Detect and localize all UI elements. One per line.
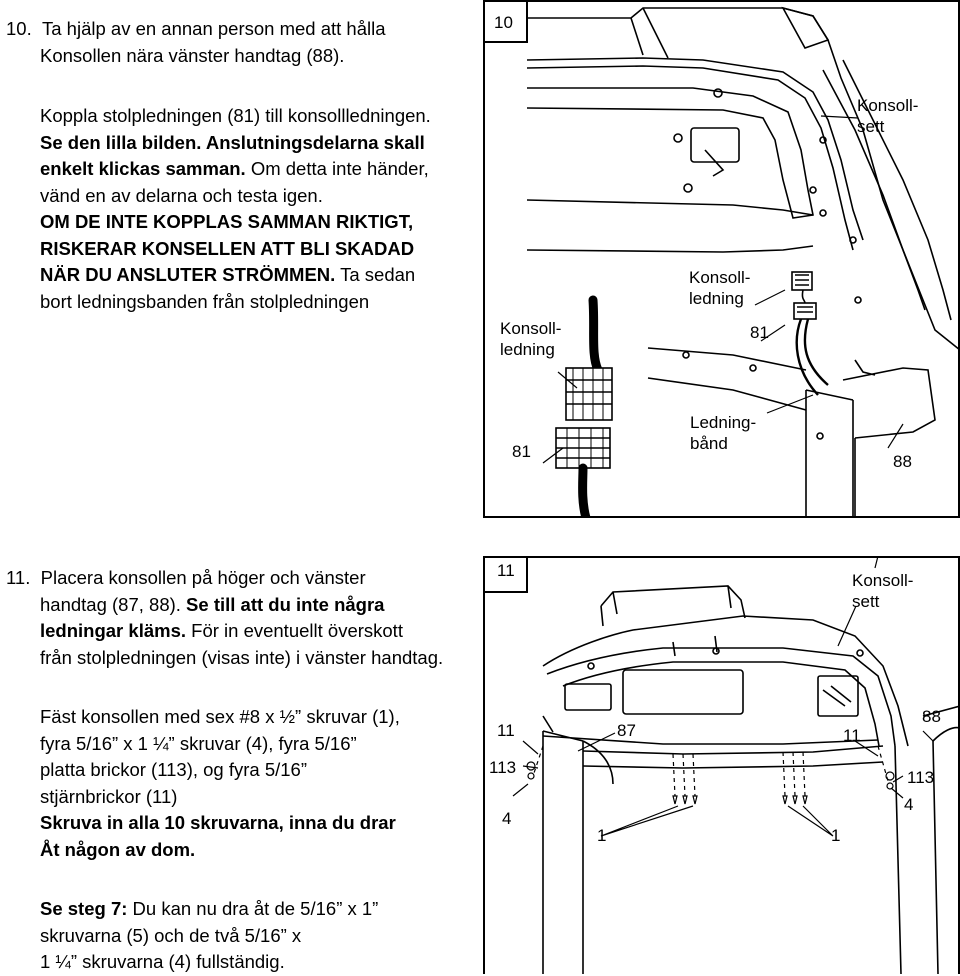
fasten-line2: fyra 5/16” x 1 ¼” skruvar (4), fyra 5/16… xyxy=(40,732,357,754)
step11-line3-rest: För in eventuellt överskott xyxy=(186,620,403,641)
see-step7-line1: Du kan nu dra åt de 5/16” x 1” xyxy=(127,898,379,919)
figure10-part-81-right: 81 xyxy=(750,323,769,342)
figure10-konsollsett-label: Konsoll- sett xyxy=(857,96,919,136)
see-step7-bold: Se steg 7: xyxy=(40,898,128,919)
tighten-warning-line2: Åt någon av dom. xyxy=(40,838,196,860)
figure11-drawing xyxy=(483,556,960,974)
step10-intro-line2: Konsollen nära vänster handtag (88). xyxy=(40,44,345,66)
warning-line1: OM DE INTE KOPPLAS SAMMAN RIKTIGT, xyxy=(40,211,414,232)
step10-instructions: 10. Ta hjälp av en annan person med att … xyxy=(6,16,386,69)
warning-line3: NÄR DU ANSLUTER STRÖMMEN. xyxy=(40,264,336,285)
fasten-line1: Fäst konsollen med sex #8 x ½” skruvar (… xyxy=(40,706,400,727)
figure11-part-113-right: 113 xyxy=(907,768,935,787)
step10-number: 10. xyxy=(6,18,32,39)
step11-see-step7-paragraph: Se steg 7: Du kan nu dra åt de 5/16” x 1… xyxy=(40,896,378,976)
connect-line3-bold: enkelt klickas samman. xyxy=(40,158,246,179)
step11-line1: Placera konsollen på höger och vänster xyxy=(40,567,366,588)
figure11-part-113-left: 113 xyxy=(489,758,517,777)
warning-line2: RISKERAR KONSELLEN ATT BLI SKADAD xyxy=(40,237,415,259)
step10-intro-line1: 10. Ta hjälp av en annan person med att … xyxy=(6,18,386,39)
figure10-frame xyxy=(483,0,960,518)
remove-ties-line: bort ledningsbanden från stolpledningen xyxy=(40,290,370,312)
connect-line3-rest: Om detta inte händer, xyxy=(245,158,429,179)
fasten-line3: platta brickor (113), og fyra 5/16” xyxy=(40,759,308,780)
step11-line3-bold: ledningar kläms. xyxy=(40,620,186,641)
warning-line3-rest: Ta sedan xyxy=(335,264,416,285)
see-step7-line3: 1 ¼” skruvarna (4) fullständig. xyxy=(40,951,285,972)
figure10-konsollledning-label-inset: Konsoll- ledning xyxy=(500,319,562,359)
figure11-konsollsett-label: Konsoll- sett xyxy=(852,571,914,611)
figure10-part-81-inset: 81 xyxy=(512,442,531,461)
connect-line2: Se den lilla bilden. Anslutningsdelarna … xyxy=(40,131,425,153)
figure11-part-11-left: 11 xyxy=(497,721,515,740)
figure11-part-11-right: 11 xyxy=(843,726,861,745)
figure10-part-88: 88 xyxy=(893,452,912,471)
tighten-warning-line1: Skruva in alla 10 skruvarna, inna du dra… xyxy=(40,812,396,833)
connect-line1: Koppla stolpledningen (81) till konsolll… xyxy=(40,105,431,126)
figure11-part-4-right: 4 xyxy=(904,795,914,814)
step11-fasten-paragraph: Fäst konsollen med sex #8 x ½” skruvar (… xyxy=(40,704,400,863)
step11-line2-bold: Se till att du inte några xyxy=(180,593,385,615)
figure10-konsollledning-label-right: Konsoll- ledning xyxy=(689,268,751,308)
figure11-part-1-right: 1 xyxy=(831,826,841,845)
figure11-part-87: 87 xyxy=(617,721,636,740)
figure11-step-label: 11 xyxy=(497,561,515,580)
connect-line4: vänd en av delarna och testa igen. xyxy=(40,184,323,206)
step11-line2: handtag (87, 88). xyxy=(40,593,181,615)
figure11-part-4-left: 4 xyxy=(502,809,512,828)
figure11-part-88: 88 xyxy=(922,707,941,726)
figure11-part-1-left: 1 xyxy=(597,826,607,845)
step10-connect-paragraph: Koppla stolpledningen (81) till konsolll… xyxy=(40,103,431,315)
figure10-step-label: 10 xyxy=(494,13,513,32)
step11-instructions: 11. Placera konsollen på höger och vänst… xyxy=(6,565,443,671)
figure10-ledningband-label: Ledning- bånd xyxy=(690,413,757,453)
step11-line4: från stolpledningen (visas inte) i vänst… xyxy=(40,646,444,668)
step11-number: 11. xyxy=(6,567,31,588)
see-step7-line2: skruvarna (5) och de två 5/16” x xyxy=(40,924,302,946)
fasten-line4: stjärnbrickor (11) xyxy=(40,785,178,807)
figure10-drawing xyxy=(483,0,960,518)
figure11-frame xyxy=(483,556,960,974)
